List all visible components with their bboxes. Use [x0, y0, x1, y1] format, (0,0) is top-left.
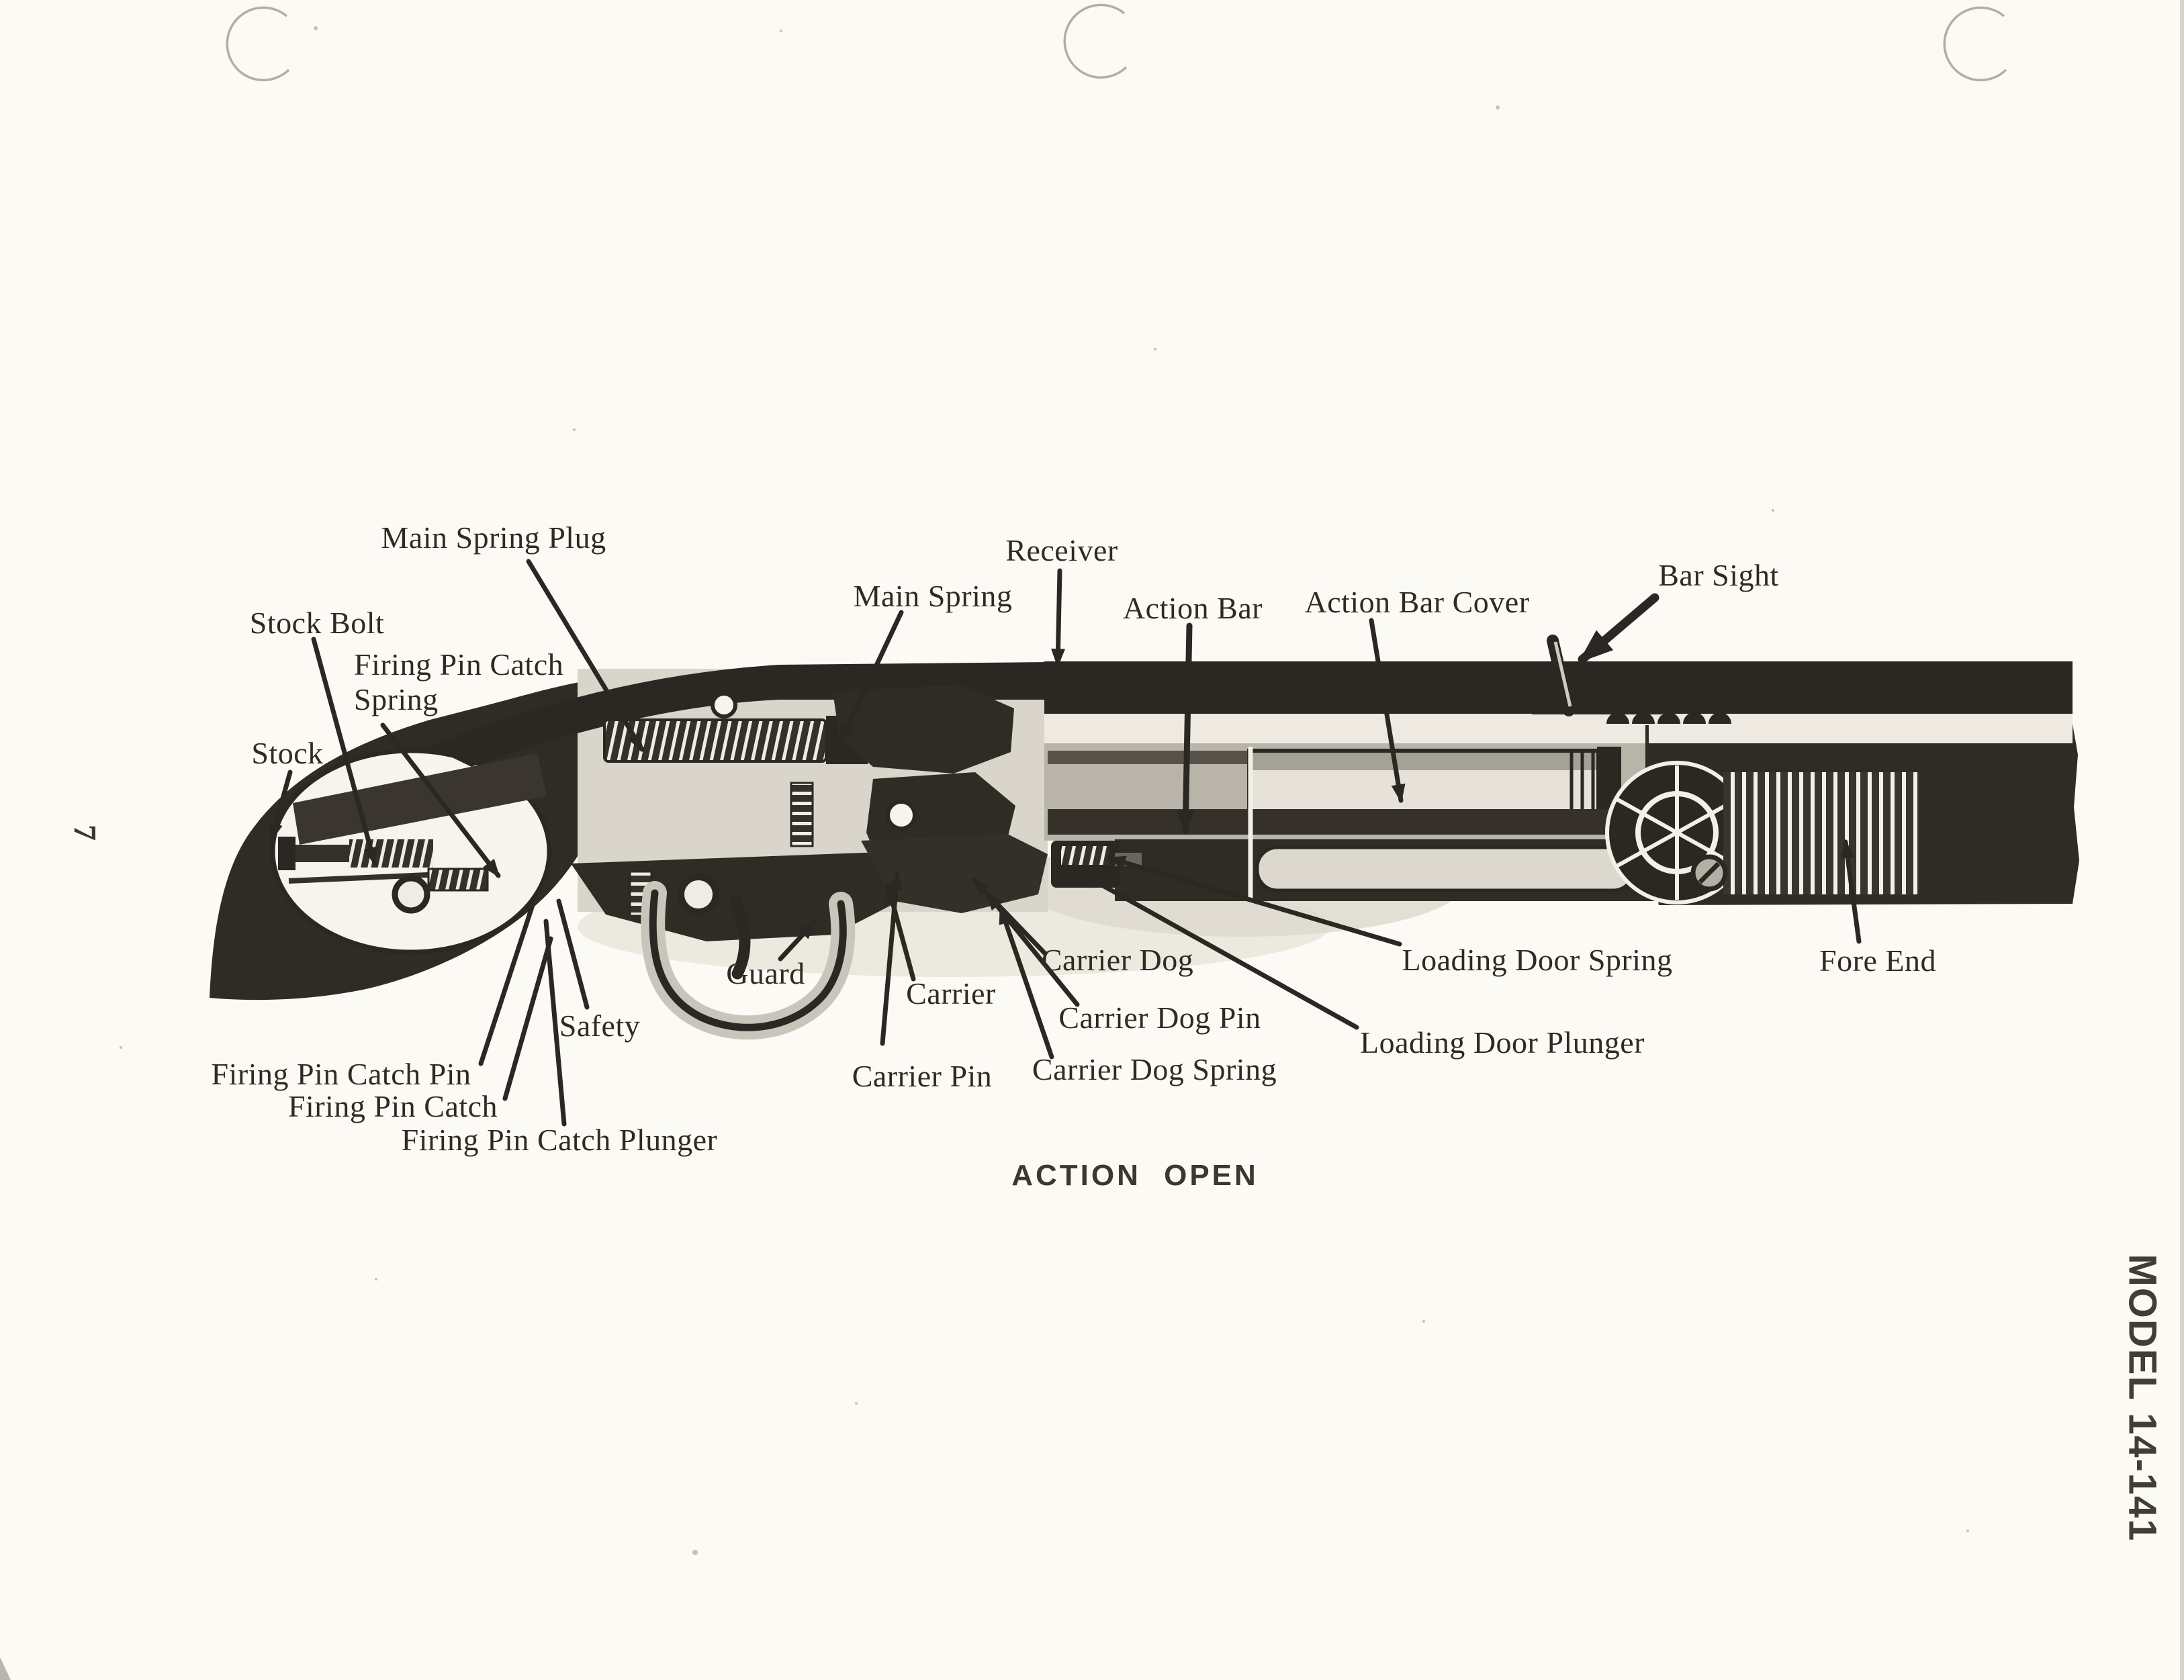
part-label-firing-pin-catch-plunger: Firing Pin Catch Plunger [401, 1123, 718, 1157]
part-label-carrier-dog: Carrier Dog [1041, 943, 1194, 977]
leader-stock-bolt [311, 637, 377, 867]
bar-sight-group [1531, 635, 1662, 716]
leader-firing-pin-catch [502, 936, 553, 1101]
leader-receiver [1051, 568, 1066, 668]
page-number: 7 [66, 825, 103, 841]
part-label-loading-door-spring: Loading Door Spring [1402, 943, 1673, 977]
barrel-group [1044, 661, 2073, 901]
fore-end-group [1605, 712, 2079, 905]
part-label-action-bar: Action Bar [1122, 591, 1263, 625]
part-label-main-spring: Main Spring [853, 579, 1013, 613]
leader-action-bar-cover [1369, 618, 1406, 804]
stock-group [210, 677, 635, 1000]
part-label-stock-bolt: Stock Bolt [249, 606, 385, 640]
leader-carrier-pin [880, 871, 903, 1046]
part-label-guard: Guard [726, 956, 805, 990]
leader-safety [556, 898, 590, 1010]
part-label-carrier-dog-spring: Carrier Dog Spring [1032, 1052, 1277, 1086]
part-label-main-spring-plug: Main Spring Plug [381, 520, 606, 555]
part-label-carrier-pin: Carrier Pin [852, 1059, 993, 1093]
part-label-fore-end: Fore End [1819, 943, 1936, 978]
receiver-group [427, 662, 1048, 941]
part-label-safety: Safety [559, 1009, 641, 1043]
part-label-loading-door-plunger: Loading Door Plunger [1360, 1025, 1645, 1060]
leader-lines-group [269, 559, 1862, 1127]
trigger-guard [641, 881, 856, 1040]
part-label-firing-pin-catch-pin: Firing Pin Catch Pin [211, 1057, 471, 1091]
part-label-carrier: Carrier [906, 976, 996, 1011]
leader-loading-door-spring [1106, 855, 1402, 947]
part-label-firing-pin-catch: Firing Pin Catch [287, 1089, 498, 1123]
leader-carrier [885, 882, 916, 982]
leader-action-bar [1177, 622, 1195, 835]
leader-carrier-dog-spring [998, 905, 1054, 1060]
diagram-caption: ACTION OPEN [1011, 1159, 1259, 1192]
leader-firing-pin-catch-plunger [543, 919, 567, 1127]
part-label-action-bar-cover: Action Bar Cover [1304, 585, 1530, 619]
leader-loading-door-plunger [1080, 872, 1359, 1030]
part-label-carrier-dog-pin: Carrier Dog Pin [1058, 1000, 1261, 1035]
model-number-vertical-label: MODEL 14-141 [2120, 1254, 2165, 1542]
part-label-stock: Stock [251, 736, 324, 770]
leader-bar-sight [1578, 593, 1659, 664]
part-label-receiver: Receiver [1005, 533, 1118, 567]
part-label-bar-sight: Bar Sight [1658, 558, 1779, 592]
leader-main-spring [838, 610, 904, 744]
scan-speckles [120, 26, 1969, 1555]
leader-stock [269, 769, 293, 843]
punch-holes [226, 3, 2007, 82]
leader-firing-pin-catch-spring [380, 722, 501, 878]
leader-firing-pin-catch-pin [478, 902, 535, 1066]
leader-guard [778, 920, 817, 962]
part-label-firing-pin-catch-spring: Firing Pin Catch Spring [354, 647, 564, 716]
leader-fore-end [1840, 839, 1862, 944]
leader-main-spring-plug [526, 559, 645, 752]
